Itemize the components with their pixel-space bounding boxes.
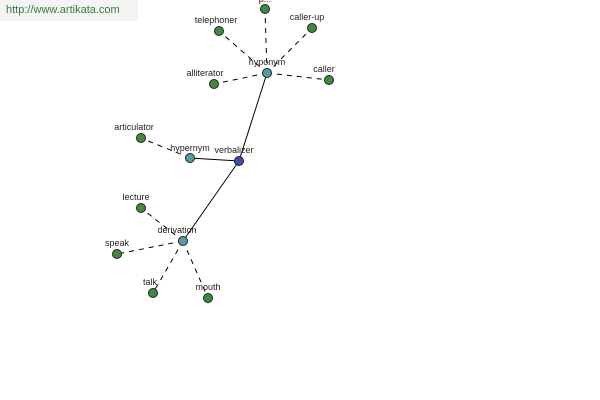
node-label-caller[interactable]: caller xyxy=(313,64,335,74)
edge-derivation-lecture xyxy=(140,207,184,242)
node-label-hyponym[interactable]: hyponym xyxy=(249,57,286,67)
node-top-leaf[interactable] xyxy=(260,4,270,14)
node-telephoner[interactable] xyxy=(214,26,224,36)
edge-verbalizer-derivation xyxy=(182,160,240,242)
node-label-top-leaf[interactable]: p... xyxy=(259,0,272,4)
node-alliterator[interactable] xyxy=(209,79,219,89)
node-label-verbalizer[interactable]: verbalizer xyxy=(214,145,253,155)
node-label-alliterator[interactable]: alliterator xyxy=(186,68,223,78)
node-caller[interactable] xyxy=(324,75,334,85)
edges-layer xyxy=(116,8,330,299)
node-label-telephoner[interactable]: telephoner xyxy=(195,15,238,25)
node-lecture[interactable] xyxy=(136,203,146,213)
node-speak[interactable] xyxy=(112,249,122,259)
edge-hyponym-top-leaf xyxy=(264,8,268,74)
edge-hyponym-caller-up xyxy=(266,27,313,74)
node-caller-up[interactable] xyxy=(307,23,317,33)
node-articulator[interactable] xyxy=(136,133,146,143)
edge-hypernym-articulator xyxy=(140,137,191,159)
node-hypernym[interactable] xyxy=(185,153,195,163)
edge-derivation-mouth xyxy=(182,240,209,299)
node-label-derivation[interactable]: derivation xyxy=(157,225,196,235)
site-url-banner[interactable]: http://www.artikata.com xyxy=(0,0,138,21)
edge-derivation-speak xyxy=(116,240,184,255)
node-talk[interactable] xyxy=(148,288,158,298)
node-label-speak[interactable]: speak xyxy=(105,238,130,248)
nodes-layer xyxy=(112,4,334,303)
edge-verbalizer-hypernym xyxy=(189,157,240,162)
node-label-articulator[interactable]: articulator xyxy=(114,122,154,132)
node-label-lecture[interactable]: lecture xyxy=(122,192,149,202)
edge-hyponym-caller xyxy=(266,72,330,81)
node-hyponym[interactable] xyxy=(262,68,272,78)
node-label-talk[interactable]: talk xyxy=(143,277,158,287)
edge-verbalizer-hyponym xyxy=(238,72,268,162)
node-label-hypernym[interactable]: hypernym xyxy=(170,143,210,153)
node-label-caller-up[interactable]: caller-up xyxy=(290,12,325,22)
node-derivation[interactable] xyxy=(178,236,188,246)
edge-derivation-talk xyxy=(152,240,184,294)
labels-layer: verbalizer hyponym hypernym derivation telep… xyxy=(105,0,335,292)
node-verbalizer[interactable] xyxy=(234,156,244,166)
node-label-mouth[interactable]: mouth xyxy=(195,282,220,292)
edge-hyponym-telephoner xyxy=(218,30,268,74)
node-mouth[interactable] xyxy=(203,293,213,303)
